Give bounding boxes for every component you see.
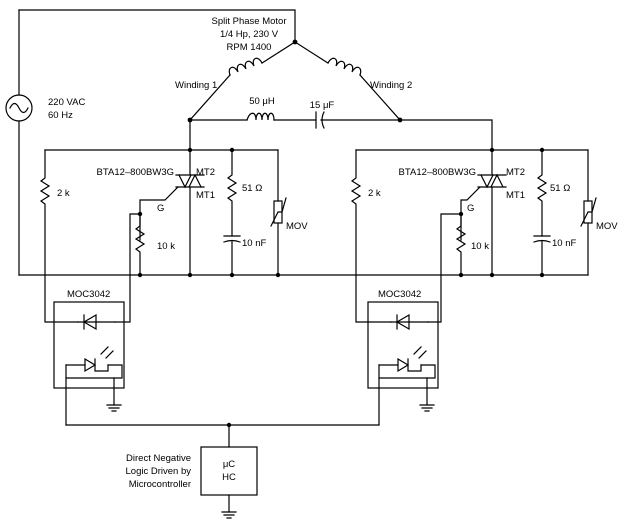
left-triac-part: BTA12–800BW3G: [97, 167, 174, 178]
series-inductor: [189, 112, 317, 121]
right-opto-box: [367, 301, 439, 389]
microcontroller-chip: [200, 446, 258, 496]
source-voltage: 220 VAC: [48, 97, 85, 108]
left-r-10k: 10 k: [157, 241, 175, 252]
motor-rating: 1/4 Hp, 230 V: [220, 29, 279, 40]
hc-label: HC: [222, 472, 236, 483]
motor-title: Split Phase Motor: [212, 16, 287, 27]
right-r-2k: 2 k: [368, 188, 381, 199]
winding-2-coil: [294, 41, 401, 121]
right-r-10k: 10 k: [471, 241, 489, 252]
series-capacitor: [315, 111, 401, 129]
left-mov: MOV: [286, 221, 308, 232]
left-channel: 2 k BTA12–800BW3G MT2 MT1 G 10 k 51 Ω 10…: [39, 147, 308, 426]
right-triac-part: BTA12–800BW3G: [399, 167, 476, 178]
ac-source-branch: [5, 9, 296, 276]
right-mov: MOV: [596, 221, 618, 232]
controller-note-3: Microcontroller: [129, 479, 191, 490]
left-r-2k: 2 k: [57, 188, 70, 199]
left-c-10n: 10 nF: [242, 238, 266, 249]
right-r-51: 51 Ω: [550, 183, 570, 194]
right-mt2: MT2: [506, 167, 525, 178]
left-r-51: 51 Ω: [242, 183, 262, 194]
right-opto-label: MOC3042: [378, 289, 421, 300]
right-gate: G: [467, 203, 474, 214]
left-mt2: MT2: [196, 167, 215, 178]
left-opto-label: MOC3042: [67, 289, 110, 300]
controller-note-1: Direct Negative: [126, 453, 191, 464]
motor-rpm: RPM 1400: [227, 42, 272, 53]
winding-2-label: Winding 2: [370, 80, 412, 91]
right-c-10n: 10 nF: [552, 238, 576, 249]
winding-1-label: Winding 1: [175, 80, 217, 91]
source-frequency: 60 Hz: [48, 110, 73, 121]
left-mt1: MT1: [196, 190, 215, 201]
series-inductor-value: 50 μH: [249, 96, 275, 107]
controller-note-2: Logic Driven by: [126, 466, 192, 477]
winding-1-coil: [189, 41, 296, 121]
left-opto-box: [53, 301, 125, 389]
mcu-label: μC: [223, 459, 235, 470]
right-channel: 2 k BTA12–800BW3G MT2 MT1 G 10 k 51 Ω 10…: [350, 147, 618, 426]
left-gate: G: [157, 203, 164, 214]
controller-block: [65, 422, 380, 519]
series-capacitor-value: 15 μF: [310, 100, 335, 111]
right-mt1: MT1: [506, 190, 525, 201]
